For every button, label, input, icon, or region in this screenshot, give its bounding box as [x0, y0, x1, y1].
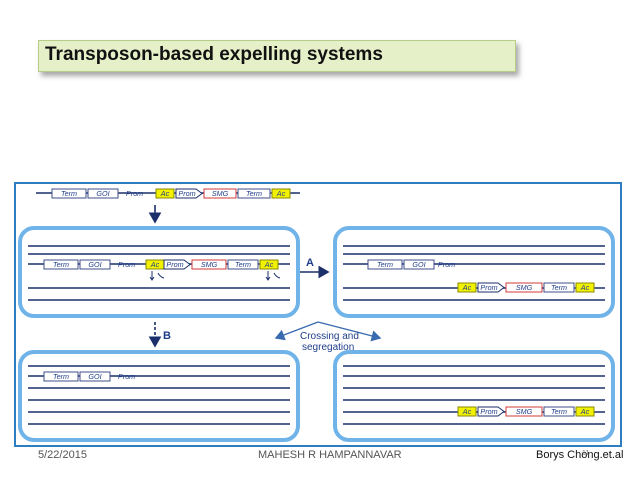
- crossing-label-line1: Crossing and: [300, 331, 359, 342]
- slide-number: 11: [582, 450, 590, 457]
- bl-prom-text: Prom: [118, 372, 135, 381]
- footer-author: MAHESH R HAMPANNAVAR: [258, 449, 402, 461]
- top-smg: SMG: [203, 188, 237, 199]
- bl-term-label: Term: [53, 372, 69, 381]
- bl-goi: GOI: [79, 371, 111, 382]
- footer-date: 5/22/2015: [38, 449, 87, 461]
- tl-goi: GOI: [79, 259, 111, 270]
- top-2-term: Term: [237, 188, 271, 199]
- tr-2-prom: Prom: [477, 282, 505, 293]
- title-box: Transposon-based expelling systems: [38, 40, 516, 72]
- tr-2-term: Term: [543, 282, 575, 293]
- cell-top-right: [333, 226, 615, 318]
- excision-mark: [265, 271, 281, 281]
- br-ac: Ac: [457, 406, 477, 417]
- tl-goi-label: GOI: [88, 260, 101, 269]
- tl-2-ac-label: Ac: [264, 260, 274, 269]
- br-2-prom-label: Prom: [480, 407, 497, 416]
- top-goi: GOI: [87, 188, 119, 199]
- tr-2-ac: Ac: [575, 282, 595, 293]
- tr-smg-label: SMG: [516, 283, 533, 292]
- tl-ac: Ac: [145, 259, 165, 270]
- top-2-prom-label: Prom: [178, 189, 195, 198]
- top-ac: Ac: [155, 188, 175, 199]
- bl-goi-label: GOI: [88, 372, 101, 381]
- bl-term: Term: [43, 371, 79, 382]
- crossing-label-line2: segregation: [302, 342, 354, 353]
- top-2-ac-label: Ac: [276, 189, 286, 198]
- br-2-ac-label: Ac: [580, 407, 590, 416]
- footer-credit: Borys Chong.et.al: [536, 449, 624, 461]
- tr-smg: SMG: [505, 282, 543, 293]
- top-2-ac: Ac: [271, 188, 291, 199]
- tr-term: Term: [367, 259, 403, 270]
- arrow-a-label: A: [306, 257, 314, 269]
- tr-term-label: Term: [377, 260, 393, 269]
- top-term-label: Term: [61, 189, 77, 198]
- cell-bottom-right: [333, 350, 615, 442]
- tr-goi-label: GOI: [412, 260, 425, 269]
- arrow-crossing-right: [317, 321, 382, 342]
- top-prom-text: Prom: [126, 189, 143, 198]
- slide-title: Transposon-based expelling systems: [45, 44, 383, 65]
- tl-smg: SMG: [191, 259, 227, 270]
- br-2-prom: Prom: [477, 406, 505, 417]
- tl-2-ac: Ac: [259, 259, 279, 270]
- top-smg-label: SMG: [212, 189, 229, 198]
- tr-ac-label: Ac: [462, 283, 472, 292]
- excision-mark: [149, 271, 165, 281]
- tr-2-ac-label: Ac: [580, 283, 590, 292]
- br-ac-label: Ac: [462, 407, 472, 416]
- tl-term: Term: [43, 259, 79, 270]
- tl-2-term-label: Term: [235, 260, 251, 269]
- tl-2-prom-label: Prom: [166, 260, 183, 269]
- chromosome-lines: [28, 245, 605, 425]
- tr-goi: GOI: [403, 259, 435, 270]
- top-term: Term: [51, 188, 87, 199]
- tr-ac: Ac: [457, 282, 477, 293]
- tl-2-prom: Prom: [163, 259, 191, 270]
- br-smg: SMG: [505, 406, 543, 417]
- tl-2-term: Term: [227, 259, 259, 270]
- tr-prom-text: Prom: [438, 260, 455, 269]
- top-ac-label: Ac: [160, 189, 170, 198]
- tl-ac-label: Ac: [150, 260, 160, 269]
- top-goi-label: GOI: [96, 189, 109, 198]
- top-2-term-label: Term: [246, 189, 262, 198]
- tr-2-prom-label: Prom: [480, 283, 497, 292]
- br-2-ac: Ac: [575, 406, 595, 417]
- br-2-term: Term: [543, 406, 575, 417]
- arrow-b-label: B: [163, 330, 171, 342]
- br-smg-label: SMG: [516, 407, 533, 416]
- br-2-term-label: Term: [551, 407, 567, 416]
- tl-term-label: Term: [53, 260, 69, 269]
- arrow-crossing-left: [274, 321, 319, 341]
- top-2-prom: Prom: [175, 188, 203, 199]
- tr-2-term-label: Term: [551, 283, 567, 292]
- tl-prom-text: Prom: [118, 260, 135, 269]
- cell-top-left: [18, 226, 300, 318]
- tl-smg-label: SMG: [201, 260, 218, 269]
